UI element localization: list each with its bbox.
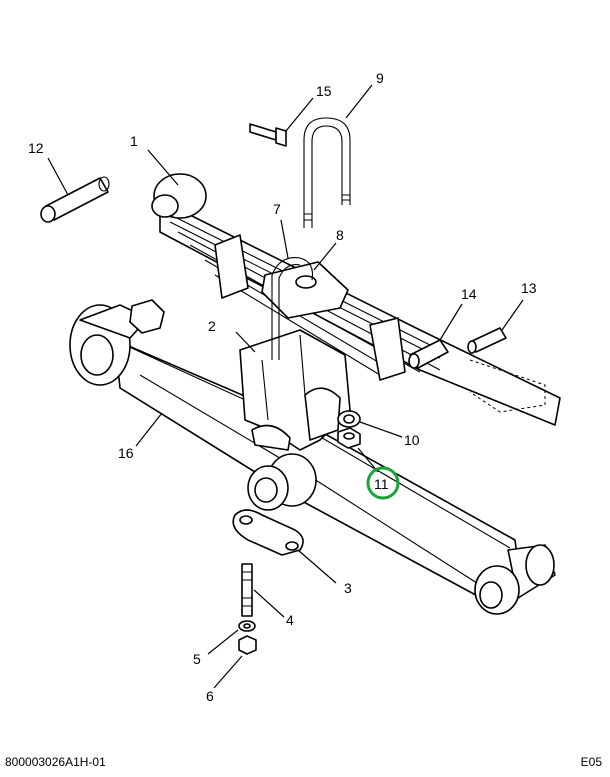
washer-and-nut [337, 410, 361, 449]
sleeve [40, 176, 110, 223]
callout-3: 3 [344, 580, 352, 596]
callout-14: 14 [461, 286, 477, 302]
callout-8: 8 [336, 227, 344, 243]
callout-7: 7 [273, 201, 281, 217]
callout-2: 2 [208, 318, 216, 334]
walking-beam [69, 299, 556, 615]
callout-16: 16 [118, 445, 134, 461]
bracket [232, 509, 304, 556]
callout-10: 10 [404, 432, 420, 448]
callout-5: 5 [193, 651, 201, 667]
callout-9: 9 [376, 70, 384, 86]
bolt [249, 123, 287, 147]
callout-6: 6 [206, 688, 214, 704]
callout-11: 11 [374, 476, 389, 492]
leaf-spring [151, 173, 561, 426]
saddle [239, 329, 351, 451]
drawing-number: 800003026A1H-01 [5, 755, 106, 769]
pins [408, 327, 507, 369]
callout-13: 13 [521, 280, 537, 296]
callout-12: 12 [28, 140, 44, 156]
callout-15: 15 [316, 83, 332, 99]
u-bolt-installed [271, 257, 314, 360]
u-bolt [303, 117, 351, 228]
sheet-code: E05 [580, 755, 602, 769]
callout-labels: 1 2 3 4 5 6 7 8 9 10 11 12 13 14 15 16 [28, 70, 537, 704]
callout-1: 1 [130, 133, 138, 149]
spring-seat [261, 261, 349, 319]
stud-assembly [238, 563, 257, 655]
highlight-ring [366, 466, 400, 500]
leader-lines [47, 84, 524, 689]
callout-4: 4 [286, 612, 294, 628]
